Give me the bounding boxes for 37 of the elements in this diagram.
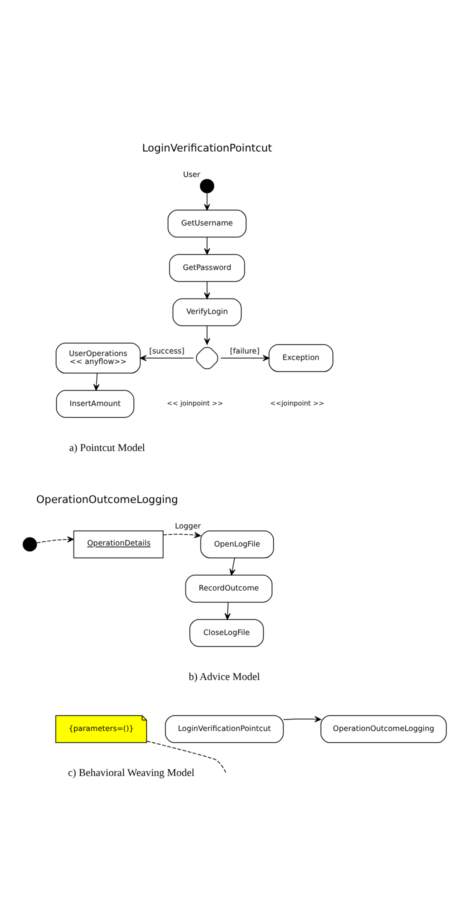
- arrow: [204, 192, 210, 210]
- node-box: OpenLogFile: [200, 530, 274, 558]
- label: a) Pointcut Model: [69, 443, 146, 454]
- edge-label: [success]: [149, 346, 184, 356]
- node-box: GetPassword: [169, 254, 246, 282]
- node-label: Logger: [175, 522, 201, 531]
- node-circle: [22, 537, 37, 552]
- node-box: InsertAmount: [56, 390, 134, 418]
- node-box: OperationOutcomeLogging: [320, 715, 447, 744]
- node-box: OperationDetails: [73, 530, 164, 558]
- node-box: Exception: [268, 344, 334, 372]
- arrow: [140, 355, 194, 362]
- arrow: [204, 281, 210, 300]
- node-label: User: [183, 170, 200, 180]
- arrow: [93, 372, 100, 391]
- arrow: [204, 236, 210, 255]
- label: OperationOutcomeLogging: [36, 494, 178, 506]
- node-box: LoginVerificationPointcut: [165, 715, 284, 744]
- arrow: [224, 602, 231, 620]
- label: c) Behavioral Weaving Model: [68, 768, 194, 780]
- arrow: [36, 536, 74, 544]
- node-box: GetUsername: [168, 210, 247, 238]
- node-diamond: [196, 347, 218, 370]
- label: LoginVerificationPointcut: [142, 142, 272, 154]
- edge-label: [failure]: [230, 346, 260, 356]
- connector: [146, 740, 226, 773]
- node-circle: [200, 178, 214, 194]
- arrow: [229, 558, 236, 576]
- arrow: [204, 325, 210, 345]
- arrow: [283, 716, 322, 722]
- node-box: UserOperations << anyflow>>: [56, 342, 141, 374]
- arrow: [220, 355, 270, 362]
- label: b) Advice Model: [188, 672, 260, 684]
- node-box: RecordOutcome: [185, 574, 272, 603]
- node-box: CloseLogFile: [189, 619, 264, 647]
- node-box: VerifyLogin: [172, 298, 242, 326]
- arrow: [162, 532, 201, 538]
